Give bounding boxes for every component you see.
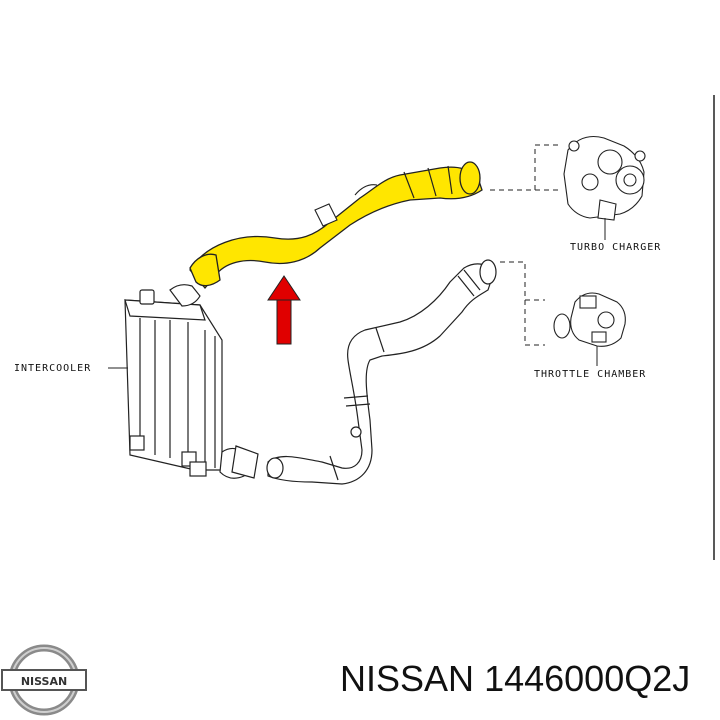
turbo-charger-drawing [563,135,646,221]
red-arrow [267,275,301,345]
part-caption: NISSAN 1446000Q2J [340,658,715,700]
highlighted-hose [189,161,483,290]
lower-hose [231,259,497,485]
intercooler-label: INTERCOOLER [14,363,91,374]
part-number: 1446000Q2J [484,658,691,699]
brand-name: NISSAN [340,658,475,699]
throttle-leader-dashed [500,261,545,346]
turbo-charger-label: TURBO CHARGER [570,242,661,253]
throttle-chamber-label: THROTTLE CHAMBER [534,369,646,380]
turbo-leader-dashed [490,144,560,191]
intercooler-drawing [124,284,247,479]
throttle-chamber-drawing [553,292,626,347]
nissan-logo-text: NISSAN [21,675,67,688]
nissan-logo: NISSAN [1,644,87,716]
